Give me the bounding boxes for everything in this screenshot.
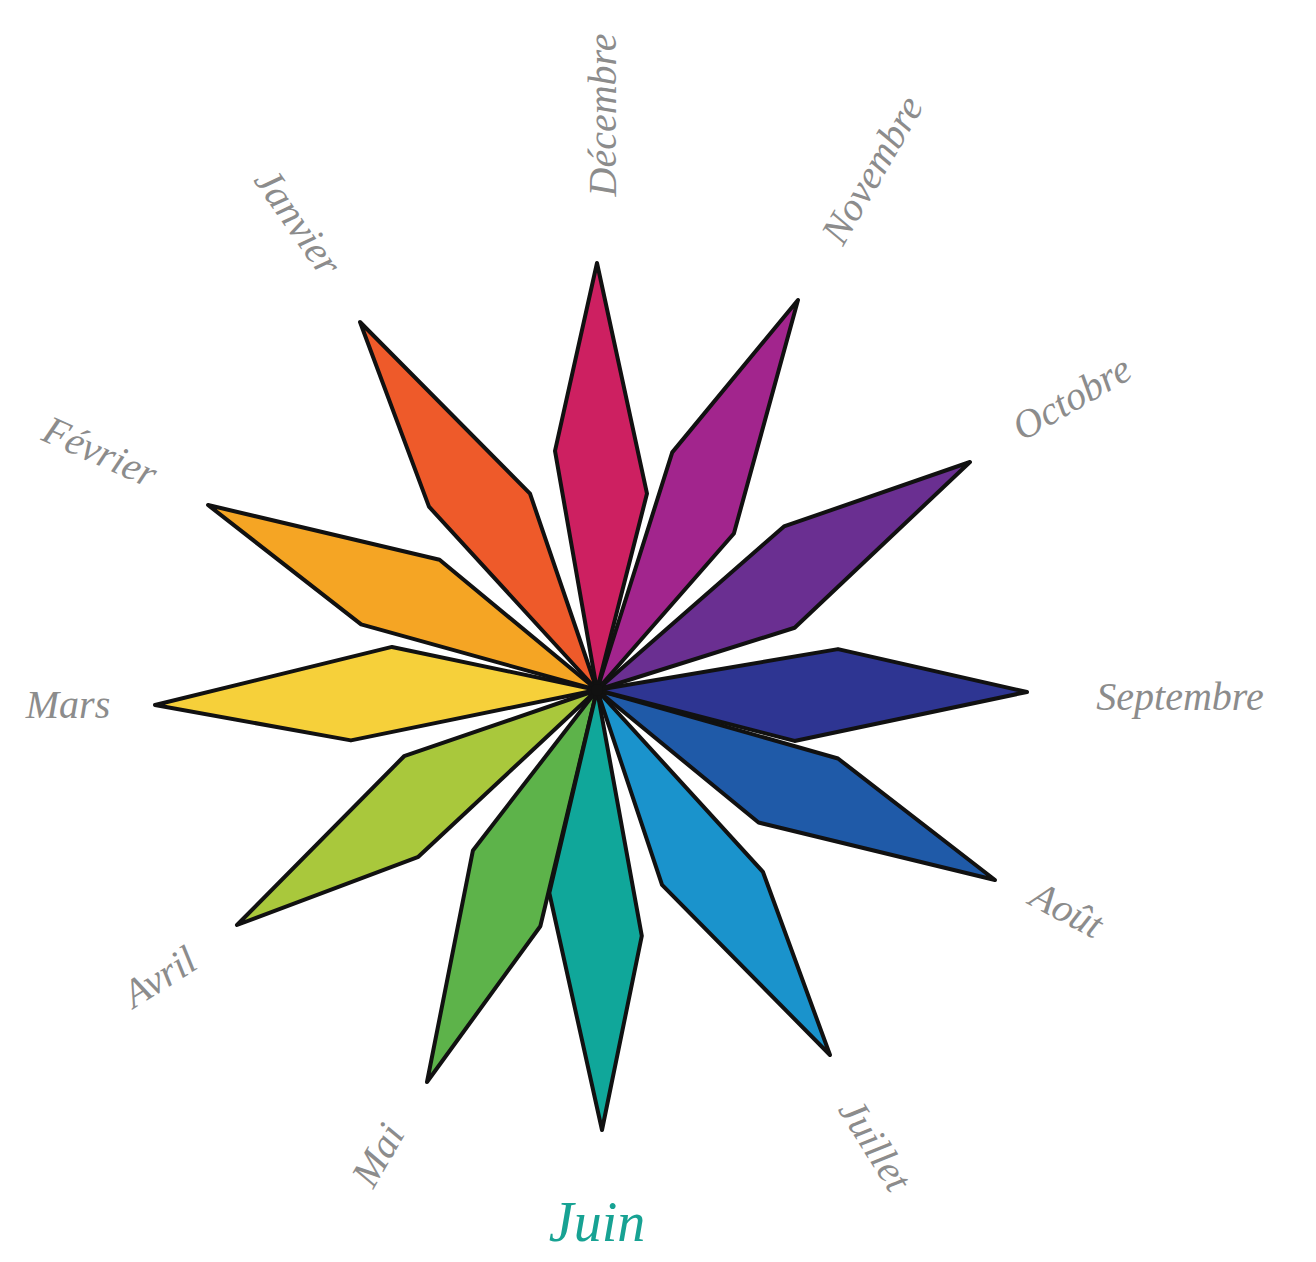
month-label: Juillet: [832, 1092, 919, 1198]
month-label: Août: [1024, 875, 1109, 946]
month-label: Janvier: [247, 161, 349, 282]
petal: [555, 263, 647, 690]
month-label: Décembre: [583, 34, 623, 197]
star-centre: [591, 684, 603, 696]
month-label: Mai: [345, 1117, 412, 1193]
month-label: Juin: [549, 1194, 645, 1250]
month-label: Mars: [26, 685, 110, 725]
month-label: Avril: [116, 939, 203, 1014]
month-label: Octobre: [1006, 348, 1138, 447]
month-label: Septembre: [1096, 677, 1263, 717]
month-label: Novembre: [814, 89, 930, 250]
month-label: Février: [37, 409, 163, 494]
